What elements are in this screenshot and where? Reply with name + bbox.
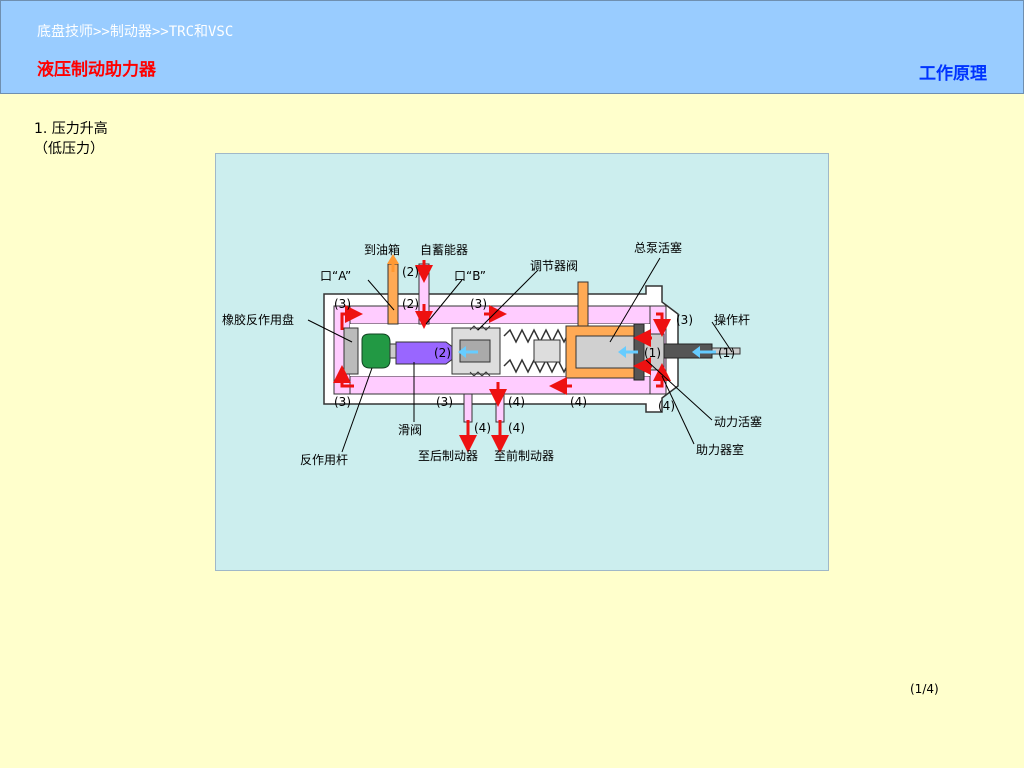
section-title: 工作原理 <box>919 64 987 84</box>
page-title: 液压制动助力器 <box>37 60 156 80</box>
marker-2: (2) <box>434 346 451 360</box>
marker-2: (2) <box>402 297 419 311</box>
front-outlet-pipe <box>495 393 505 423</box>
label-power-piston: 动力活塞 <box>714 414 762 429</box>
label-operating-rod: 操作杆 <box>714 312 750 327</box>
marker-4: (4) <box>658 399 675 413</box>
label-to-tank: 到油箱 <box>364 242 400 257</box>
lower-fluid-channel <box>333 375 667 395</box>
leader-lines <box>307 257 733 453</box>
rubber-reaction-disc <box>361 333 391 369</box>
header-bar: 底盘技师>>制动器>>TRC和VSC 液压制动助力器 工作原理 <box>0 0 1024 94</box>
rear-outlet-pipe <box>463 393 473 423</box>
label-regulator-valve: 调节器阀 <box>530 259 578 273</box>
marker-2: (2) <box>402 265 419 279</box>
label-booster-chamber: 助力器室 <box>696 442 744 457</box>
breadcrumb[interactable]: 底盘技师>>制动器>>TRC和VSC <box>37 24 234 40</box>
step-heading: 1. 压力升高 （低压力） <box>34 119 108 159</box>
label-port-a: 口“A” <box>320 269 351 283</box>
label-port-b: 口“B” <box>454 269 486 283</box>
marker-1: (1) <box>718 346 735 360</box>
marker-3: (3) <box>676 313 693 327</box>
marker-4: (4) <box>508 421 525 435</box>
return-arrow <box>387 254 399 264</box>
marker-4: (4) <box>570 395 587 409</box>
marker-1: (1) <box>644 346 661 360</box>
marker-4: (4) <box>474 421 491 435</box>
booster-diagram-svg: 到油箱 自蓄能器 总泵活塞 调节器阀 口“A” 口“B” 橡胶反作用盘 操作杆 … <box>222 240 762 467</box>
label-to-front-brake: 至前制动器 <box>494 448 554 463</box>
flow-markers: (2) (3) (2) (3) (3) (1) (1) (2) (3) (3) … <box>334 265 735 435</box>
master-reservoir-pipe <box>577 281 589 329</box>
pressure-arrows <box>333 260 671 453</box>
step-subtitle: （低压力） <box>34 141 104 157</box>
marker-3: (3) <box>436 395 453 409</box>
reservoir-pipe <box>387 263 399 325</box>
reaction-plate <box>343 327 359 375</box>
marker-3: (3) <box>470 297 487 311</box>
page-indicator: (1/4) <box>910 682 939 696</box>
marker-3: (3) <box>334 297 351 311</box>
marker-4: (4) <box>508 395 525 409</box>
label-rubber-disc: 橡胶反作用盘 <box>222 312 294 327</box>
label-from-accumulator: 自蓄能器 <box>420 243 468 257</box>
label-reaction-rod: 反作用杆 <box>300 453 348 467</box>
marker-3: (3) <box>334 395 351 409</box>
booster-diagram: 到油箱 自蓄能器 总泵活塞 调节器阀 口“A” 口“B” 橡胶反作用盘 操作杆 … <box>215 153 829 571</box>
label-spool-valve: 滑阀 <box>398 423 422 437</box>
label-to-rear-brake: 至后制动器 <box>418 449 478 463</box>
label-master-piston: 总泵活塞 <box>634 240 682 255</box>
step-title: 1. 压力升高 <box>34 121 108 137</box>
